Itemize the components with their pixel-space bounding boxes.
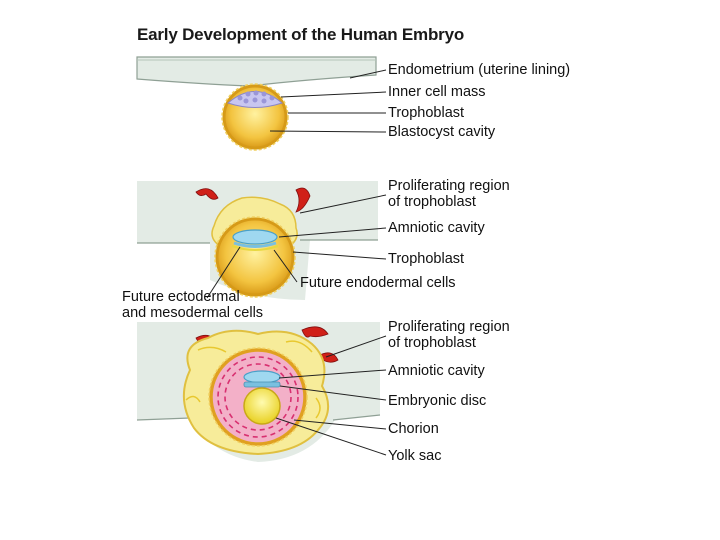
label-proliferating-region-2: Proliferating region of trophoblast [388,178,510,210]
label-proliferating-region-3-line1: Proliferating region [388,319,510,335]
label-future-ectodermal: Future ectodermal and mesodermal cells [122,289,263,321]
label-future-ectodermal-line2: and mesodermal cells [122,305,264,321]
stage2-group [137,181,387,300]
label-embryonic-disc: Embryonic disc [388,393,487,409]
label-trophoblast-1: Trophoblast [388,105,465,121]
label-proliferating-region-2-line2: of trophoblast [388,194,476,210]
vessel-3b [301,326,329,338]
stage3-group [136,322,387,462]
label-chorion: Chorion [388,421,439,437]
amniotic-cavity-2 [232,229,278,245]
embryonic-disc-3 [243,381,281,388]
label-endometrium: Endometrium (uterine lining) [388,62,571,78]
yolk-sac-3 [243,387,281,425]
label-proliferating-region-3-line2: of trophoblast [388,335,476,351]
amniotic-cavity-3 [243,370,281,384]
blastocyst-1 [221,83,289,151]
label-trophoblast-2: Trophoblast [388,251,465,267]
vessel-2a [195,188,219,200]
label-future-endodermal: Future endodermal cells [300,275,456,291]
diagram-title: Early Development of the Human Embryo [137,25,465,44]
vessel-2b [295,187,311,213]
label-future-ectodermal-line1: Future ectodermal [122,289,240,305]
blastocyst-2 [214,216,296,298]
label-amniotic-cavity-3: Amniotic cavity [388,363,485,379]
endometrium-tissue-1 [136,56,377,87]
label-yolk-sac: Yolk sac [388,448,442,464]
label-proliferating-region-3: Proliferating region of trophoblast [388,319,510,351]
stage1-group [136,56,387,151]
label-proliferating-region-2-line1: Proliferating region [388,178,510,194]
label-blastocyst-cavity: Blastocyst cavity [388,124,496,140]
label-amniotic-cavity-2: Amniotic cavity [388,220,485,236]
label-inner-cell-mass: Inner cell mass [388,84,486,100]
